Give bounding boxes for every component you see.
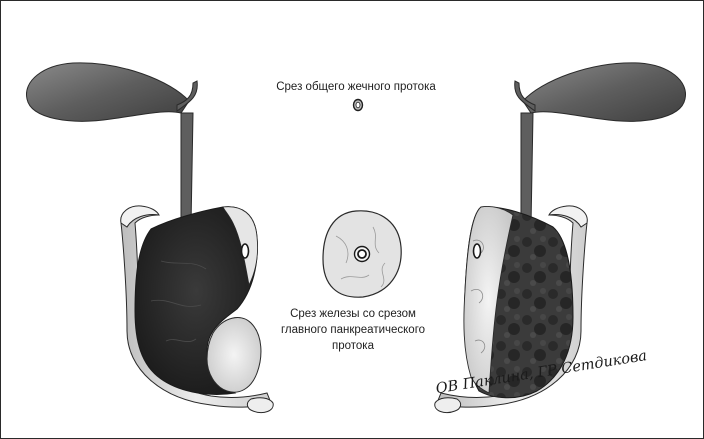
- gland-section-label-line3: протока: [263, 338, 443, 354]
- gland-section-disc: [323, 211, 401, 297]
- bile-duct-section-label: Срез общего жечного протока: [261, 79, 451, 95]
- bile-duct-section: [354, 100, 363, 111]
- bile-duct-section-label-text: Срез общего жечного протока: [276, 81, 436, 93]
- right-duodenum-top-fold: [549, 206, 587, 227]
- gland-section-label-line2: главного панкреатического: [263, 322, 443, 338]
- right-duct-opening: [474, 244, 481, 258]
- left-duodenum-top-fold: [121, 206, 159, 227]
- gland-section-label-line1: Срез железы со срезом: [263, 306, 443, 322]
- left-specimen: [26, 63, 273, 413]
- right-gallbladder: [523, 63, 686, 121]
- left-duodenum-bottom-fold: [247, 398, 273, 413]
- gland-section-label: Срез железы со срезом главного панкреати…: [263, 306, 443, 354]
- left-gallbladder: [26, 63, 189, 121]
- left-duct-opening: [242, 244, 249, 258]
